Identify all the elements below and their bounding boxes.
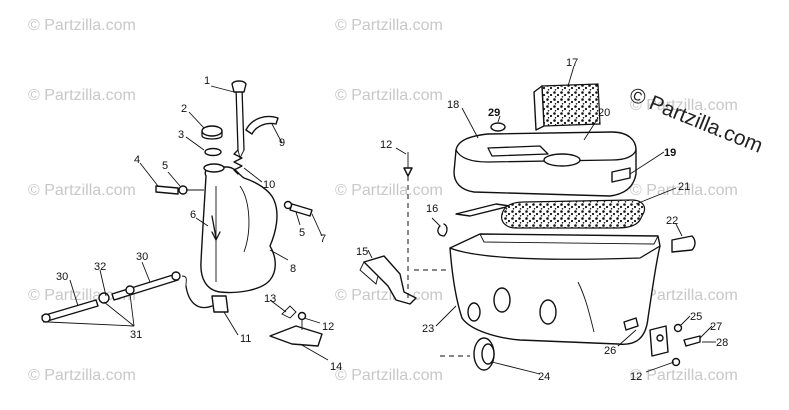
line-clamp (125, 285, 135, 295)
callout-label: 3 (178, 129, 184, 141)
watermark: © Partzilla.com (630, 287, 738, 304)
watermark: © Partzilla.com (28, 182, 136, 199)
watermark: © Partzilla.com (335, 87, 443, 104)
filter-screen (501, 199, 646, 229)
callout-label: 12 (630, 371, 642, 383)
callout-label: 30 (136, 251, 148, 263)
callout-label: 7 (320, 233, 326, 245)
callout-label: 19 (664, 147, 676, 159)
callout-label: 20 (598, 107, 610, 119)
callout-label: 16 (426, 203, 438, 215)
callout-label: 31 (130, 329, 142, 341)
watermark: © Partzilla.com (28, 367, 136, 384)
airbox-assembly (359, 83, 701, 371)
callout-label: 2 (181, 103, 187, 115)
watermark: © Partzilla.com (335, 17, 443, 34)
outlet-fitting (211, 295, 229, 313)
level-sensor (235, 87, 245, 151)
nut (671, 357, 681, 367)
callout-label: 12 (380, 139, 392, 151)
callout-label: 10 (263, 179, 275, 191)
line-clamp (171, 271, 181, 281)
callout-label: 25 (690, 311, 702, 323)
bolt (155, 185, 179, 195)
callout-label: 5 (162, 160, 168, 172)
line-clamp (41, 313, 51, 323)
callout-labels: 1 2 3 4 5 5 6 7 8 9 10 11 12 12 12 13 14… (56, 57, 728, 383)
oil-tank (200, 166, 278, 294)
watermark: © Partzilla.com (335, 367, 443, 384)
callout-label: 32 (94, 261, 106, 273)
watermark: © Partzilla.com (630, 367, 738, 384)
watermark: © Partzilla.com (630, 97, 738, 114)
callout-label: 18 (447, 99, 459, 111)
line-clamp (98, 292, 110, 304)
callout-label: 15 (356, 246, 368, 258)
callout-label: 17 (566, 57, 578, 69)
tank-cap (201, 125, 223, 137)
callout-label: 1 (204, 75, 210, 87)
callout-label: 4 (134, 154, 140, 166)
callout-label: 13 (264, 293, 276, 305)
airbox-bracket (363, 255, 417, 305)
grommet (671, 235, 696, 253)
callout-label: 30 (56, 271, 68, 283)
callout-label: 6 (190, 209, 196, 221)
callout-label: 29 (488, 107, 500, 119)
cap-gasket (204, 147, 222, 157)
callout-label: 8 (290, 263, 296, 275)
brand-label: © Partzilla.com (626, 83, 766, 157)
callout-label: 11 (240, 333, 251, 345)
callout-label: 23 (422, 323, 434, 335)
bolt (289, 203, 313, 217)
mounting-bracket (269, 325, 323, 347)
callout-label: 9 (279, 137, 285, 149)
washer (283, 200, 293, 210)
callout-label: 27 (710, 321, 722, 333)
callout-label: 14 (330, 361, 342, 373)
spring (233, 149, 243, 175)
washer (673, 323, 683, 333)
callout-label: 22 (666, 215, 678, 227)
washer (178, 185, 188, 195)
callout-label: 5 (299, 227, 305, 239)
watermark: © Partzilla.com (335, 182, 443, 199)
callout-label: 12 (322, 321, 334, 333)
leader-lines-right (367, 65, 716, 375)
screw (683, 335, 701, 347)
watermark-layer: © Partzilla.com © Partzilla.com © Partzi… (28, 17, 738, 384)
watermark: © Partzilla.com (28, 87, 136, 104)
airbox-base (449, 233, 661, 345)
filter-element (541, 83, 601, 127)
watermark: © Partzilla.com (630, 182, 738, 199)
lid-latch (611, 167, 631, 183)
watermark: © Partzilla.com (335, 287, 443, 304)
watermark: © Partzilla.com (28, 17, 136, 34)
callout-label: 26 (604, 345, 616, 357)
vent-hose (245, 115, 279, 135)
airbox-lid (453, 131, 637, 197)
callout-label: 21 (678, 181, 690, 193)
oil-tank-assembly (41, 80, 323, 347)
filler-neck (203, 163, 225, 173)
leader-lines-left (47, 85, 329, 361)
callout-label: 28 (716, 337, 728, 349)
spring-clip (437, 223, 448, 237)
callout-label: 24 (538, 371, 550, 383)
